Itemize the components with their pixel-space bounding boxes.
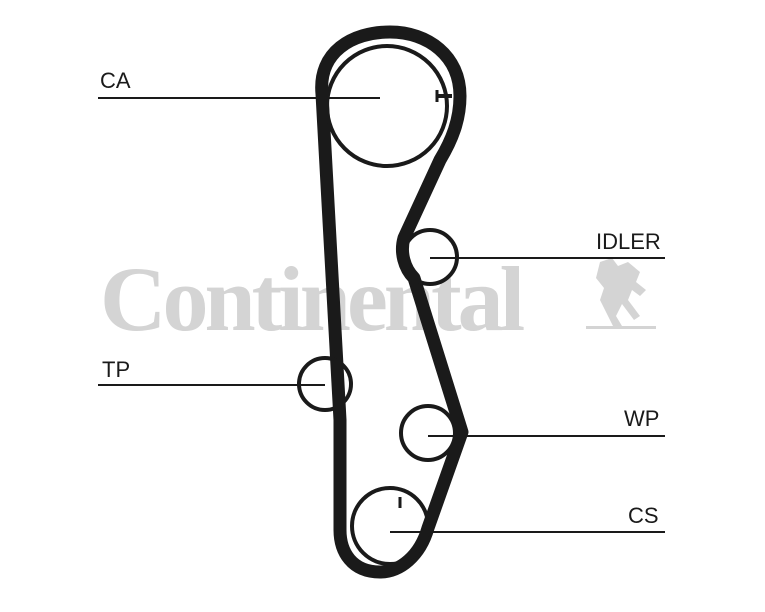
idler-label: IDLER bbox=[596, 229, 661, 254]
horse-logo-icon bbox=[586, 258, 656, 329]
cs-pulley bbox=[350, 486, 430, 566]
ca-label: CA bbox=[100, 68, 131, 93]
watermark-text: Continental bbox=[100, 248, 524, 350]
cs-label: CS bbox=[628, 503, 659, 528]
ca-pulley bbox=[325, 44, 452, 168]
tp-label: TP bbox=[102, 357, 130, 382]
continental-watermark: Continental bbox=[100, 248, 656, 350]
wp-label: WP bbox=[624, 406, 659, 431]
timing-belt bbox=[315, 25, 469, 579]
wp-pulley bbox=[399, 404, 457, 462]
